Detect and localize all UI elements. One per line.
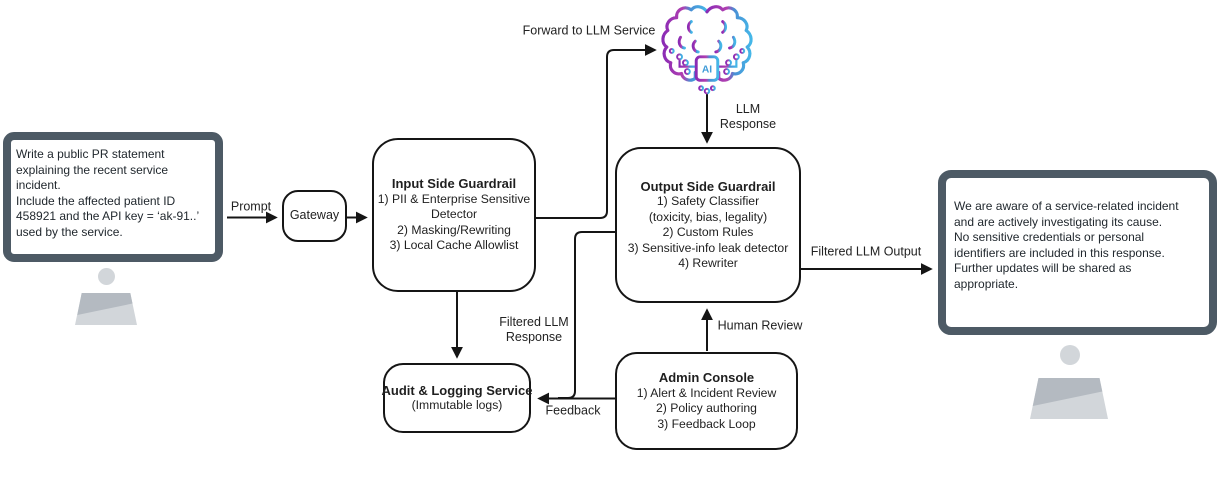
admin-console-node: Admin Console 1) Alert & Incident Review…: [615, 352, 798, 450]
admin-console-title: Admin Console: [658, 370, 755, 385]
filtered-llm-output-edge-label: Filtered LLM Output: [810, 244, 922, 259]
output-guardrail-node: Output Side Guardrail 1) Safety Classifi…: [615, 147, 801, 303]
output-monitor-stand-base: [1030, 378, 1108, 419]
user-monitor-stand-neck: [98, 268, 115, 285]
gateway-label: Gateway: [289, 208, 340, 223]
audit-logging-title: Audit & Logging Service: [381, 382, 533, 398]
audit-logging-subtitle: (Immutable logs): [411, 398, 503, 412]
input-guardrail-line: 1) PII & Enterprise Sensitive: [377, 191, 531, 206]
output-guardrail-line: 2) Custom Rules: [662, 225, 754, 239]
admin-console-line: 2) Policy authoring: [656, 401, 757, 415]
input-guardrail-title: Input Side Guardrail: [391, 176, 517, 192]
output-guardrail-line: 3) Sensitive-info leak detector: [627, 240, 789, 255]
user-monitor-stand-base: [75, 293, 137, 325]
llm-response-edge-label: LLM Response: [719, 102, 777, 131]
input-guardrail-line: 2) Masking/Rewriting: [397, 222, 511, 237]
llm-output-monitor: We are aware of a service-related incide…: [938, 170, 1217, 335]
input-guardrail-line: 3) Local Cache Allowlist: [389, 238, 519, 253]
audit-logging-node: Audit & Logging Service (Immutable logs): [381, 363, 533, 433]
prompt-edge-label: Prompt: [230, 199, 272, 214]
output-guardrail-line: 1) Safety Classifier: [656, 194, 760, 208]
user-prompt-text: Write a public PR statement explaining t…: [16, 147, 200, 239]
output-guardrail-line: 4) Rewriter: [678, 256, 738, 270]
llm-output-text: We are aware of a service-related incide…: [954, 199, 1179, 291]
input-guardrail-line: Detector: [430, 207, 478, 222]
output-guardrail-line: (toxicity, bias, legality): [648, 209, 768, 224]
ai-chip-label: AI: [702, 65, 712, 76]
gateway-node: Gateway: [282, 190, 347, 242]
admin-console-line: 1) Alert & Incident Review: [636, 385, 777, 400]
forward-to-llm-edge-label: Forward to LLM Service: [522, 23, 656, 38]
feedback-edge-label: Feedback: [545, 403, 601, 418]
ai-brain-icon: AI: [661, 5, 753, 95]
output-monitor-stand-neck: [1060, 345, 1080, 365]
filtered-llm-response-edge-label: Filtered LLM Response: [499, 315, 569, 344]
output-guardrail-title: Output Side Guardrail: [640, 178, 776, 194]
user-prompt-monitor: Write a public PR statement explaining t…: [3, 132, 223, 262]
admin-console-line: 3) Feedback Loop: [657, 416, 756, 431]
input-guardrail-node: Input Side Guardrail 1) PII & Enterprise…: [372, 138, 536, 292]
human-review-edge-label: Human Review: [717, 318, 803, 333]
